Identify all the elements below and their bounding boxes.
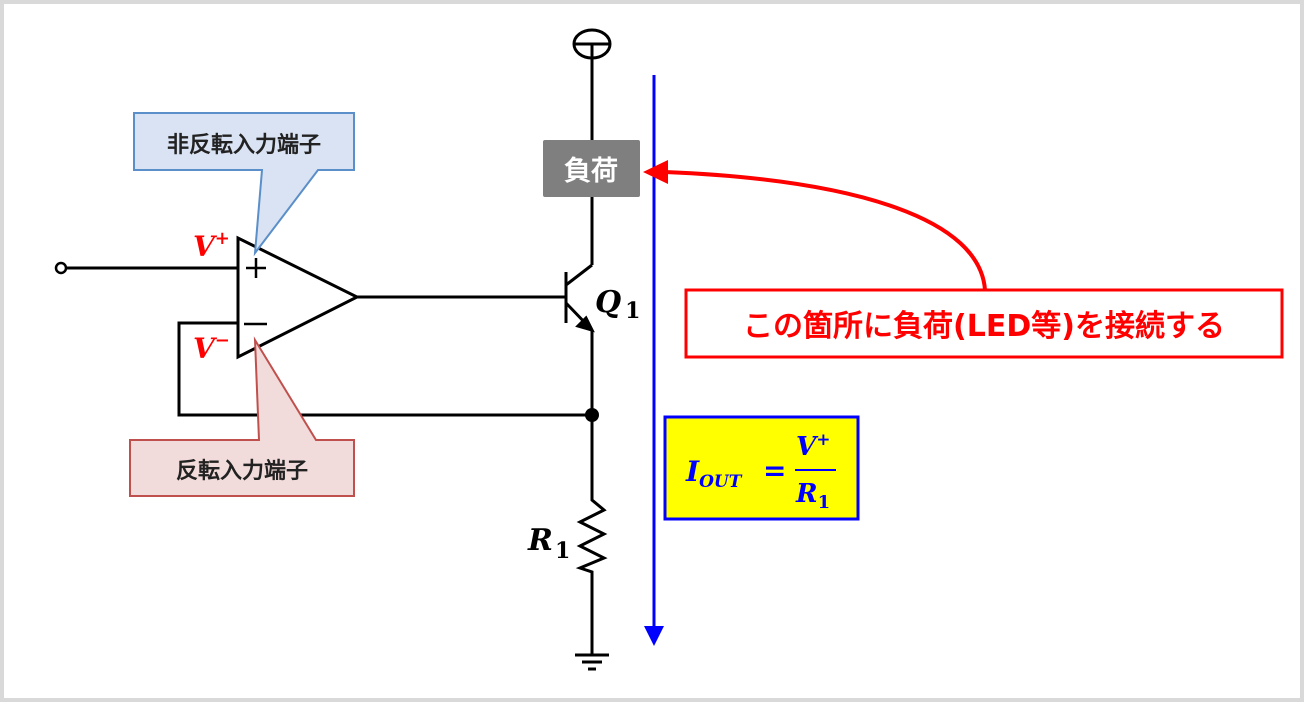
- instruction-box: この箇所に負荷(LED等)を接続する: [684, 288, 1284, 359]
- pointer-arrow: [643, 160, 987, 291]
- junction-dot: [585, 408, 599, 422]
- instruction-text: この箇所に負荷(LED等)を接続する: [743, 309, 1225, 344]
- load-label: 負荷: [564, 156, 618, 187]
- input-terminal: [54, 261, 68, 275]
- ground-symbol: [575, 653, 609, 671]
- supply-symbol: [572, 28, 612, 140]
- formula-equals: =: [763, 454, 786, 487]
- callout-non-inverting: 非反転入力端子: [133, 112, 355, 257]
- load-box: 負荷: [543, 140, 640, 197]
- formula-denominator: R1: [795, 479, 830, 513]
- v-minus-label: V−: [193, 330, 230, 365]
- formula-lhs: IOUT: [685, 455, 743, 492]
- transistor-q1: [564, 197, 595, 498]
- inverting-label: 反転入力端子: [176, 458, 308, 484]
- formula-box: IOUT = V+ R1: [663, 415, 860, 521]
- non-inverting-label: 非反転入力端子: [167, 132, 321, 158]
- callout-inverting: 反転入力端子: [129, 336, 355, 497]
- formula-numerator: V+: [796, 430, 830, 462]
- feedback-wire: [177, 321, 592, 417]
- resistor-r1: [575, 498, 608, 655]
- current-arrow: [644, 75, 664, 646]
- signal-wires: [65, 266, 566, 299]
- v-plus-label: V+: [193, 228, 230, 263]
- opamp: [236, 235, 361, 360]
- r1-label: R1: [527, 523, 570, 564]
- opamp-pins: [244, 258, 267, 326]
